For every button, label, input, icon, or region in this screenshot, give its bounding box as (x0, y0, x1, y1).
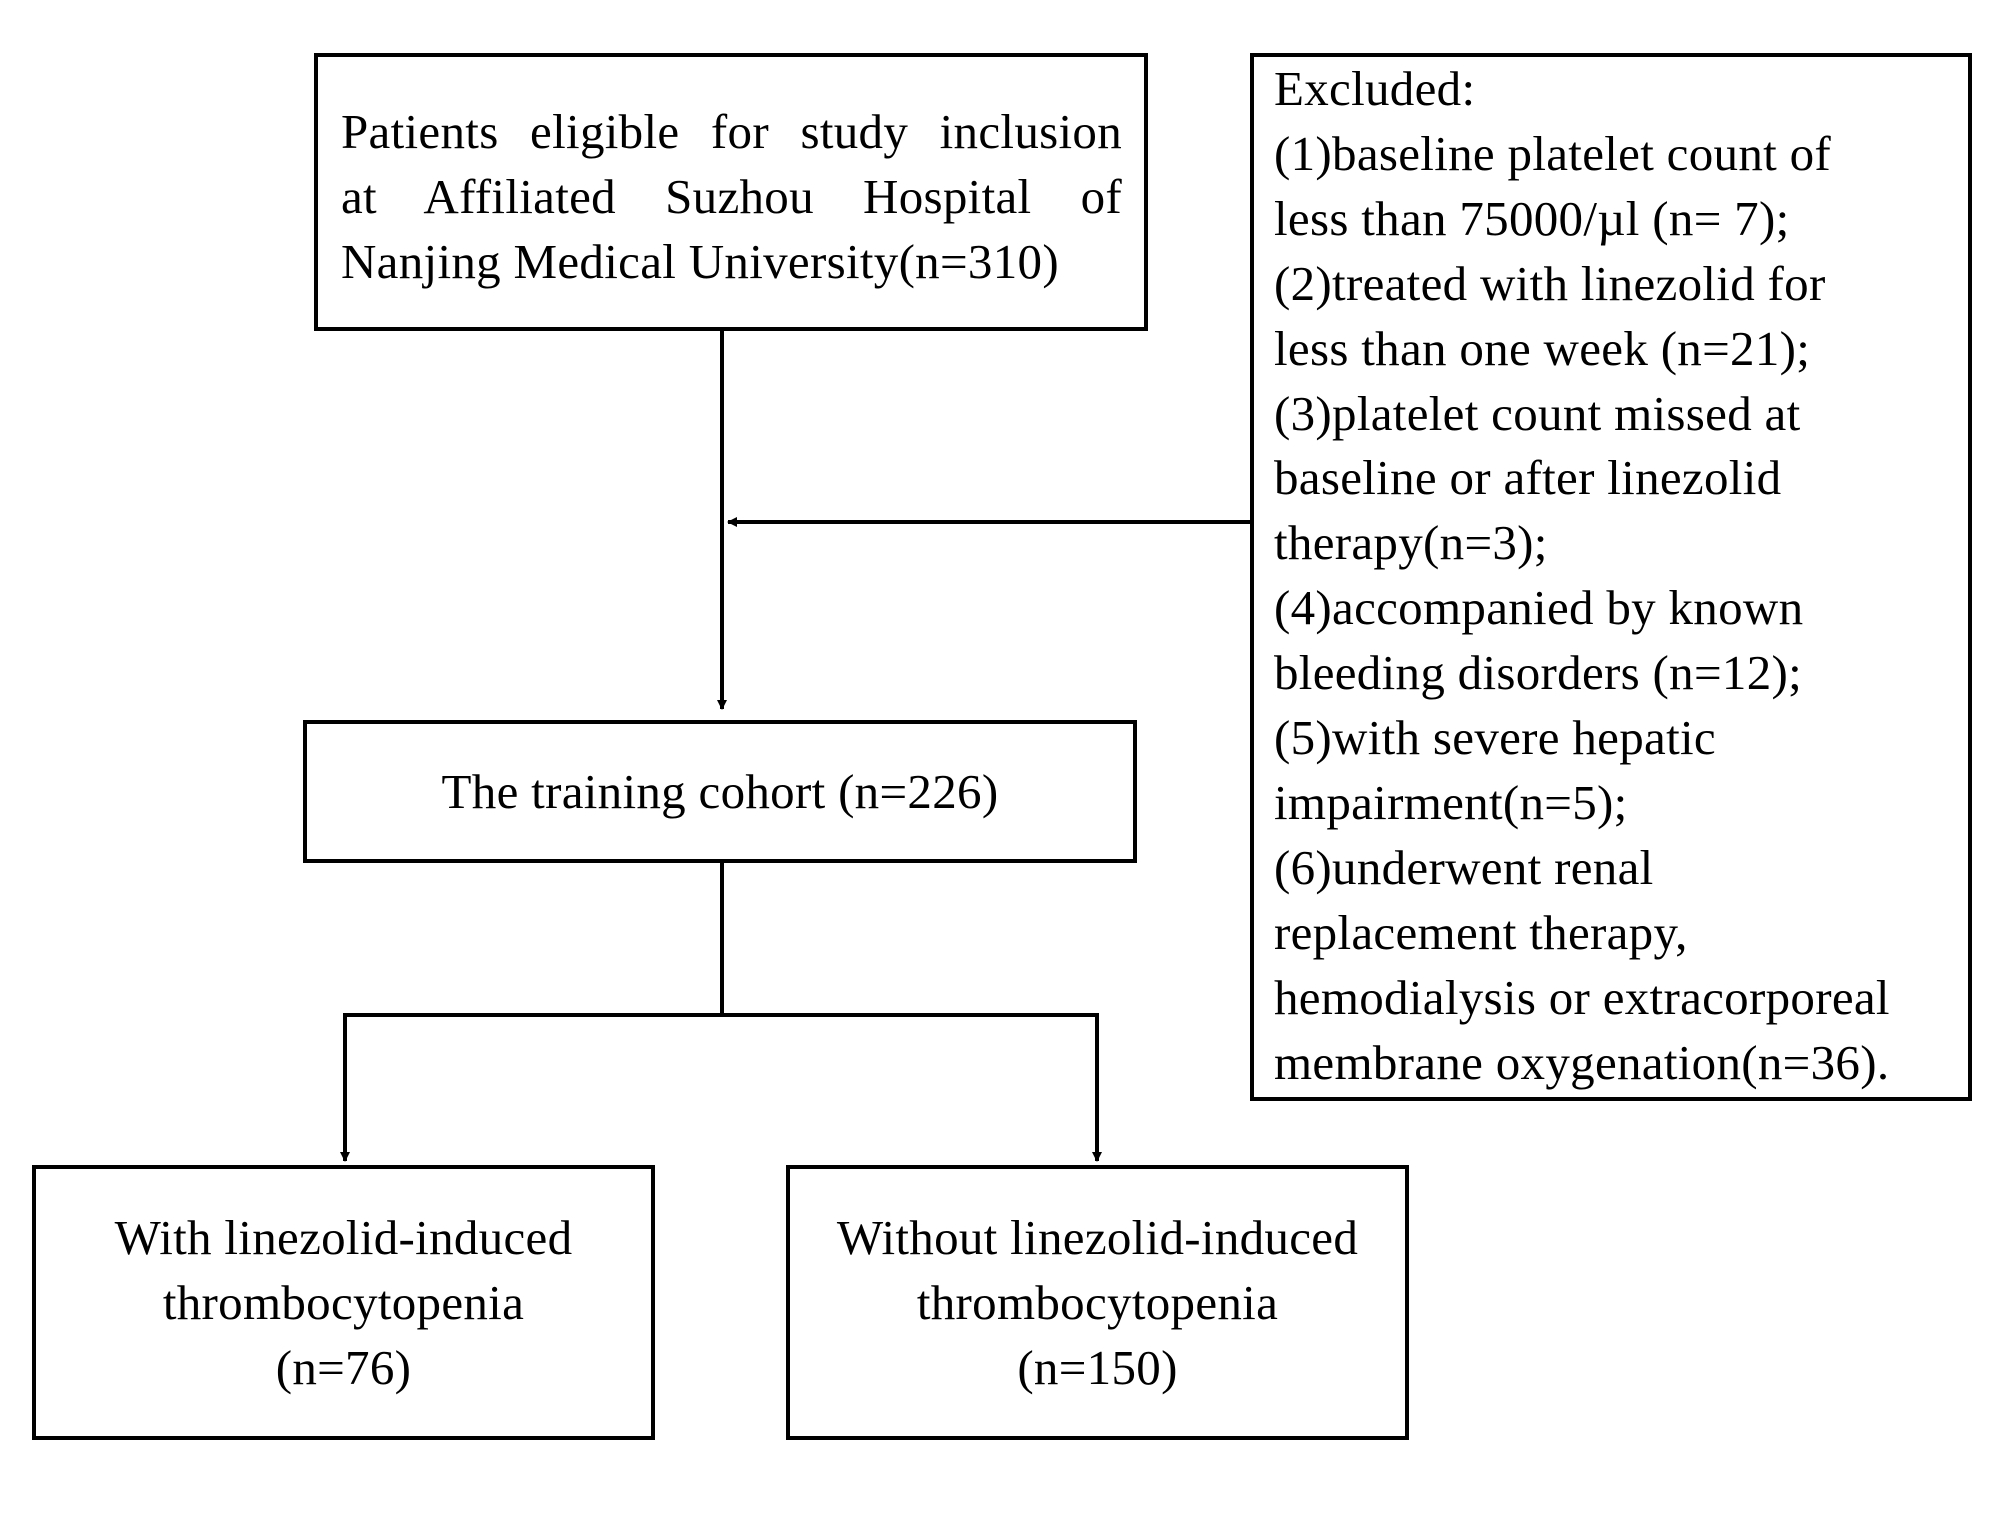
excluded-line: less than 75000/µl (n= 7); (1274, 190, 1790, 246)
eligible-line-1: Patients eligible for study inclusion (341, 104, 1122, 159)
excluded-line: (6)underwent renal (1274, 839, 1654, 895)
with-group-line-1: With linezolid-induced (114, 1210, 573, 1265)
excluded-line: (5)with severe hepatic (1274, 710, 1716, 766)
excluded-line: hemodialysis or extracorporeal (1274, 969, 1890, 1025)
eligible-patients-box: Patients eligible for study inclusion at… (314, 53, 1148, 331)
excluded-criteria-box: Excluded: (1)baseline platelet count of … (1250, 53, 1972, 1101)
without-group-count: (n=150) (1017, 1340, 1178, 1395)
excluded-line: (2)treated with linezolid for (1274, 255, 1826, 311)
excluded-line: replacement therapy, (1274, 904, 1688, 960)
eligible-line-3: Nanjing Medical University(n=310) (341, 234, 1059, 289)
excluded-line: baseline or after linezolid (1274, 450, 1782, 506)
with-group-count: (n=76) (275, 1340, 412, 1395)
without-thrombocytopenia-box: Without linezolid-induced thrombocytopen… (786, 1165, 1409, 1440)
without-group-line-2: thrombocytopenia (916, 1275, 1279, 1330)
training-cohort-label: The training cohort (n=226) (441, 764, 999, 819)
excluded-heading: Excluded: (1274, 61, 1476, 116)
excluded-line: (1)baseline platelet count of (1274, 125, 1832, 181)
with-group-line-2: thrombocytopenia (162, 1275, 525, 1330)
eligible-line-2: at Affiliated Suzhou Hospital of (341, 169, 1122, 224)
excluded-line: bleeding disorders (n=12); (1274, 645, 1803, 701)
excluded-line: impairment(n=5); (1274, 774, 1628, 830)
excluded-line: therapy(n=3); (1274, 515, 1548, 571)
excluded-line: (4)accompanied by known (1274, 580, 1804, 636)
excluded-line: (3)platelet count missed at (1274, 385, 1801, 441)
with-thrombocytopenia-box: With linezolid-induced thrombocytopenia … (32, 1165, 655, 1440)
excluded-line: less than one week (n=21); (1274, 320, 1811, 376)
without-group-line-1: Without linezolid-induced (836, 1210, 1359, 1265)
excluded-line: membrane oxygenation(n=36). (1274, 1034, 1890, 1090)
training-cohort-box: The training cohort (n=226) (303, 720, 1137, 863)
